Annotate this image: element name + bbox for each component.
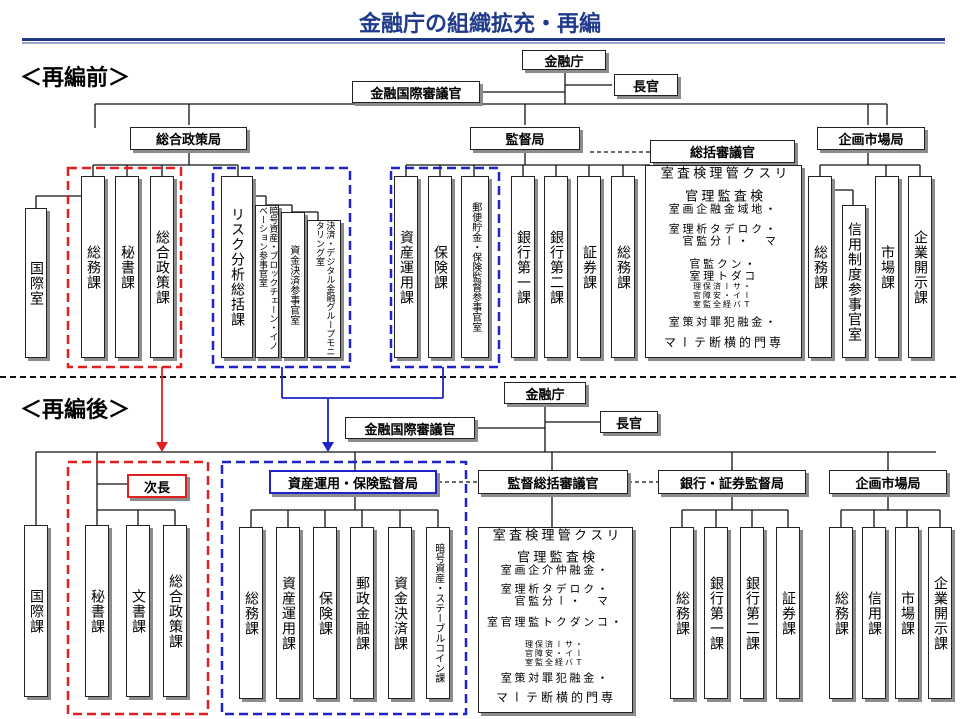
before-col-kessai: 決済・デジタル金融グループモニタリング室 [307, 220, 341, 358]
before-chokan-box: 長官 [614, 74, 678, 96]
after-col-hoken: 保険課 [313, 527, 337, 699]
after-col-angou: 暗号資産・ステーブルコイン課 [426, 527, 450, 699]
after-sokatsu-line: ・金融犯罪対策室 [499, 672, 609, 685]
after-col-bunsho: 文書課 [126, 525, 150, 697]
after-sokatsu-line: 専門的横断テーマ [494, 691, 614, 705]
after-col-ginko2: 銀行第二課 [740, 527, 764, 699]
after-col-sogoseisaku: 総合政策課 [163, 525, 187, 697]
after-col-shijo: 市場課 [895, 527, 919, 699]
after-col-ginko1: 銀行第一課 [704, 527, 728, 699]
before-section-label: ＜再編前＞ [20, 66, 131, 91]
after-sokatsu-line: ・マクロ・データ分析監理官室 [499, 583, 609, 608]
before-col-sogoseisaku: 総合政策課 [150, 176, 174, 358]
after-kikaku-bureau: 企画市場局 [829, 470, 947, 494]
after-sokatsu-line: リスク管理検査室 [489, 528, 619, 542]
before-col-hoken: 保険課 [428, 176, 452, 358]
after-col-kaiji: 企業開示課 [928, 527, 952, 699]
before-col-kikaku-somu: 総務課 [808, 176, 832, 358]
after-sokatsu-line: 検査監理官 [514, 550, 595, 565]
before-sokatsu-line: 専門的横断テーマ [662, 335, 782, 349]
before-col-angou: 暗号資産・ブロックチェーン・イノベーション参事官室 [255, 205, 279, 358]
before-col-ginko1: 銀行第一課 [511, 176, 535, 358]
before-sokatsu-line: リスク管理検査室 [657, 166, 787, 180]
before-sokatsu-line: ・地域金融企画室 [667, 203, 777, 216]
after-col-shinyo: 信用課 [862, 527, 886, 699]
after-chokan-box: 長官 [600, 411, 658, 433]
before-col-shijo: 市場課 [875, 176, 899, 358]
before-kantoku-bureau: 監督局 [470, 127, 580, 150]
after-col-shisanunyo: 資産運用課 [276, 527, 300, 699]
before-col-yubin: 郵便貯金・保険監督参事官室 [461, 176, 489, 358]
after-col-hisho: 秘書課 [85, 525, 109, 697]
after-fsa-box: 金融庁 [504, 382, 586, 404]
before-kikaku-bureau: 企画市場局 [817, 127, 925, 150]
after-sokatsu-box: 監督総括審議官 [478, 470, 628, 494]
after-sokatsu-panel: リスク管理検査室 検査監理官 ・金融仲介企画室 ・マクロ・データ分析監理官室 ・… [478, 527, 633, 713]
after-jicho-box: 次長 [127, 474, 187, 498]
after-sokatsu-line: ・ーTサイバー・経済安全保障監理官室 [524, 640, 584, 669]
before-col-shisanunyo: 資産運用課 [394, 176, 418, 358]
before-col-risk: リスク分析総括課 [221, 176, 253, 358]
after-col-kikaku-somu: 総務課 [829, 527, 853, 699]
after-col-shisan-somu: 総務課 [239, 527, 263, 699]
before-sokatsu-line: 検査監理官 [682, 189, 763, 204]
before-col-ginko2: 銀行第二課 [544, 176, 568, 358]
after-col-shikin: 資金決済課 [388, 527, 412, 699]
before-col-kantoku-somu: 総務課 [611, 176, 635, 358]
before-sokatsu-line: ・ーTサイバー・経済安全保障監理官室 [692, 282, 752, 311]
after-ginko-bureau: 銀行・証券監督局 [658, 470, 806, 494]
before-col-hisho: 秘書課 [115, 176, 139, 358]
after-col-yusei: 郵政金融課 [350, 527, 374, 699]
before-sokatsu-panel: リスク管理検査室 検査監理官 ・地域金融企画室 ・マクロ・データ分析監理官室 ・… [645, 165, 802, 358]
before-col-shikin: 資金決済参事官室 [281, 212, 305, 358]
before-col-shoken: 証券課 [577, 176, 601, 358]
before-sokatsu-box: 総括審議官 [650, 140, 795, 163]
before-fsa-box: 金融庁 [522, 50, 606, 70]
before-sokatsu-line: ・マクロ・データ分析監理官室 [667, 223, 777, 248]
after-section-label: ＜再編後＞ [20, 398, 131, 423]
before-sokatsu-line: ・金融犯罪対策室 [667, 315, 777, 328]
after-sokatsu-line: ・金融仲介企画室 [499, 564, 609, 577]
before-col-shinyo: 信用制度参事官室 [842, 205, 866, 358]
before-sogo-bureau: 総合政策局 [130, 127, 247, 150]
before-kokusai-box: 金融国際審議官 [352, 81, 480, 103]
after-col-shoken: 証券課 [776, 527, 800, 699]
before-sokatsu-line: ・コンダクト監理官室 [687, 257, 756, 282]
after-shisan-bureau: 資産運用・保険監督局 [269, 470, 437, 494]
page-title: 金融庁の組織拡充・再編 [358, 12, 601, 37]
after-col-kokusai: 国際課 [24, 525, 48, 697]
after-sokatsu-line: ・コンダクト監理官室 [485, 616, 623, 629]
after-col-ginko-somu: 総務課 [670, 527, 694, 699]
before-col-somu: 総務課 [81, 176, 105, 358]
before-col-kaiji: 企業開示課 [908, 176, 932, 358]
after-kokusai-box: 金融国際審議官 [345, 417, 475, 439]
before-col-kokusai: 国際室 [25, 208, 47, 358]
